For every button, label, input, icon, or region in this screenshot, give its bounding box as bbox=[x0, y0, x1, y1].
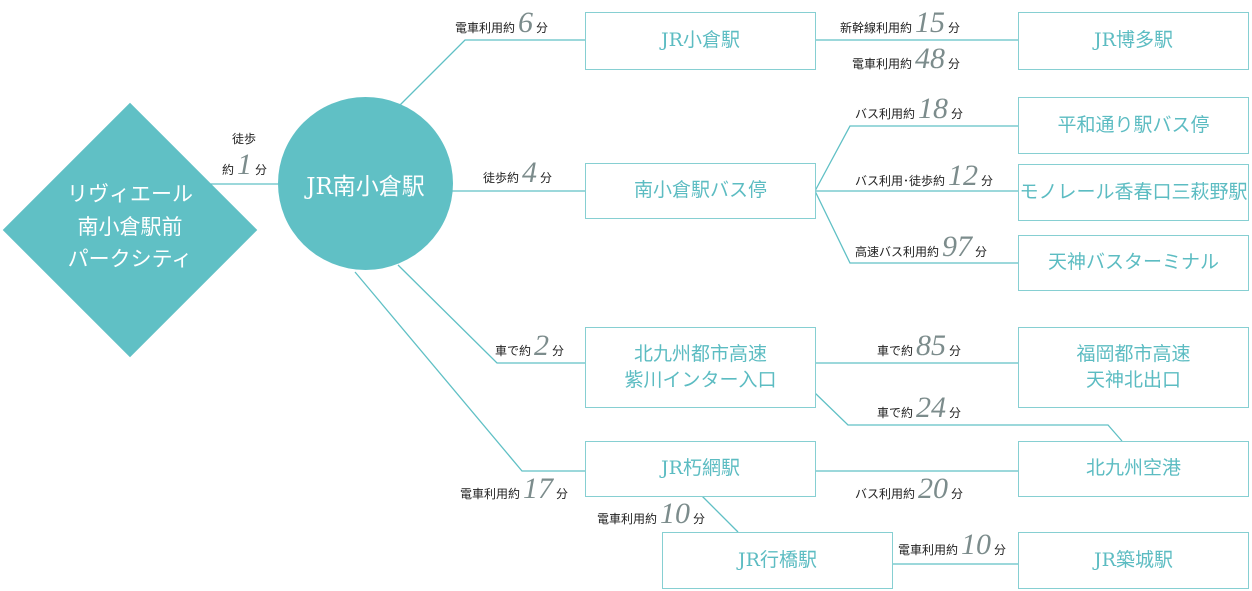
route-unit: 分 bbox=[949, 344, 962, 358]
route-unit: 分 bbox=[949, 406, 962, 420]
station-tsuiki: JR築城駅 bbox=[1018, 532, 1249, 589]
line-exp-airport bbox=[814, 392, 1123, 442]
route-mode: 電車利用約 bbox=[455, 21, 516, 35]
route-minutes: 48 bbox=[915, 42, 946, 75]
station-expressway: 北九州都市高速 紫川インター入口 bbox=[585, 327, 816, 408]
route-unit: 分 bbox=[693, 512, 706, 526]
hub-station: JR南小倉駅 bbox=[278, 97, 453, 270]
route-mode: 電車利用約 bbox=[460, 487, 521, 501]
hub-name: JR南小倉駅 bbox=[306, 173, 425, 200]
route-minutes: 4 bbox=[522, 156, 538, 189]
route-minutes: 12 bbox=[948, 159, 979, 192]
route-mode: バス利用約 bbox=[855, 487, 916, 501]
route-mode: バス利用約 bbox=[855, 107, 916, 121]
route-unit: 分 bbox=[951, 107, 964, 121]
route-minutes: 85 bbox=[916, 329, 947, 362]
station-airport: 北九州空港 bbox=[1018, 441, 1249, 497]
route-mode: バス利用･徒歩約 bbox=[855, 174, 946, 188]
route-unit: 分 bbox=[552, 344, 565, 358]
route-walk1-label: 徒歩 bbox=[232, 130, 256, 147]
line-hub-kusami bbox=[354, 271, 585, 472]
route-minutes: 97 bbox=[942, 230, 973, 263]
route-minutes: 10 bbox=[961, 528, 992, 561]
route-mode: 新幹線利用約 bbox=[840, 21, 913, 35]
route-unit: 分 bbox=[948, 21, 961, 35]
route-mode: 電車利用約 bbox=[852, 57, 913, 71]
station-kokura: JR小倉駅 bbox=[585, 12, 816, 70]
route-minutes: 18 bbox=[918, 92, 949, 125]
route-mode: 高速バス利用約 bbox=[855, 245, 940, 259]
route-minutes: 24 bbox=[916, 391, 947, 424]
route-mode: 電車利用約 bbox=[898, 543, 959, 557]
route-minutes: 6 bbox=[518, 6, 534, 39]
route-mode: 車で約 bbox=[877, 406, 914, 420]
route-minutes: 10 bbox=[660, 497, 691, 530]
route-unit: 分 bbox=[948, 57, 961, 71]
line-hub-expressway bbox=[397, 264, 585, 364]
line-hub-kokura bbox=[399, 39, 585, 106]
station-hakata: JR博多駅 bbox=[1018, 12, 1249, 70]
station-heiwa: 平和通り駅バス停 bbox=[1018, 97, 1249, 154]
route-unit: 分 bbox=[951, 487, 964, 501]
route-unit: 分 bbox=[536, 21, 549, 35]
line-bus-heiwa bbox=[814, 125, 1018, 192]
station-monorail: モノレール香春口三萩野駅 bbox=[1018, 164, 1249, 221]
route-minutes: 1 bbox=[237, 148, 253, 181]
route-unit: 分 bbox=[556, 487, 569, 501]
route-unit: 分 bbox=[994, 543, 1007, 557]
route-unit: 分 bbox=[540, 171, 553, 185]
station-fukuoka-exp: 福岡都市高速 天神北出口 bbox=[1018, 327, 1249, 408]
route-unit: 分 bbox=[975, 245, 988, 259]
station-tenjin-bus: 天神バスターミナル bbox=[1018, 235, 1249, 291]
route-mode: 車で約 bbox=[877, 344, 914, 358]
route-mode: 車で約 bbox=[495, 344, 532, 358]
route-unit: 分 bbox=[255, 163, 268, 177]
route-minutes: 2 bbox=[534, 329, 550, 362]
route-mode: 電車利用約 bbox=[597, 512, 658, 526]
route-mode: 徒歩約 bbox=[483, 171, 520, 185]
route-minutes: 17 bbox=[523, 472, 554, 505]
route-mode: 約 bbox=[222, 163, 235, 177]
route-unit: 分 bbox=[981, 174, 994, 188]
line-kusami-yukuhashi bbox=[701, 495, 739, 533]
route-minutes: 15 bbox=[915, 6, 946, 39]
line-bus-tenjin bbox=[814, 190, 1018, 264]
station-kusami: JR朽網駅 bbox=[585, 441, 816, 497]
station-bus-stop: 南小倉駅バス停 bbox=[585, 163, 816, 219]
route-minutes: 20 bbox=[918, 472, 949, 505]
route-mode: 徒歩 bbox=[232, 132, 257, 146]
station-yukuhashi: JR行橋駅 bbox=[662, 532, 893, 589]
origin-name: リヴィエール 南小倉駅前 パークシティ bbox=[67, 182, 193, 272]
